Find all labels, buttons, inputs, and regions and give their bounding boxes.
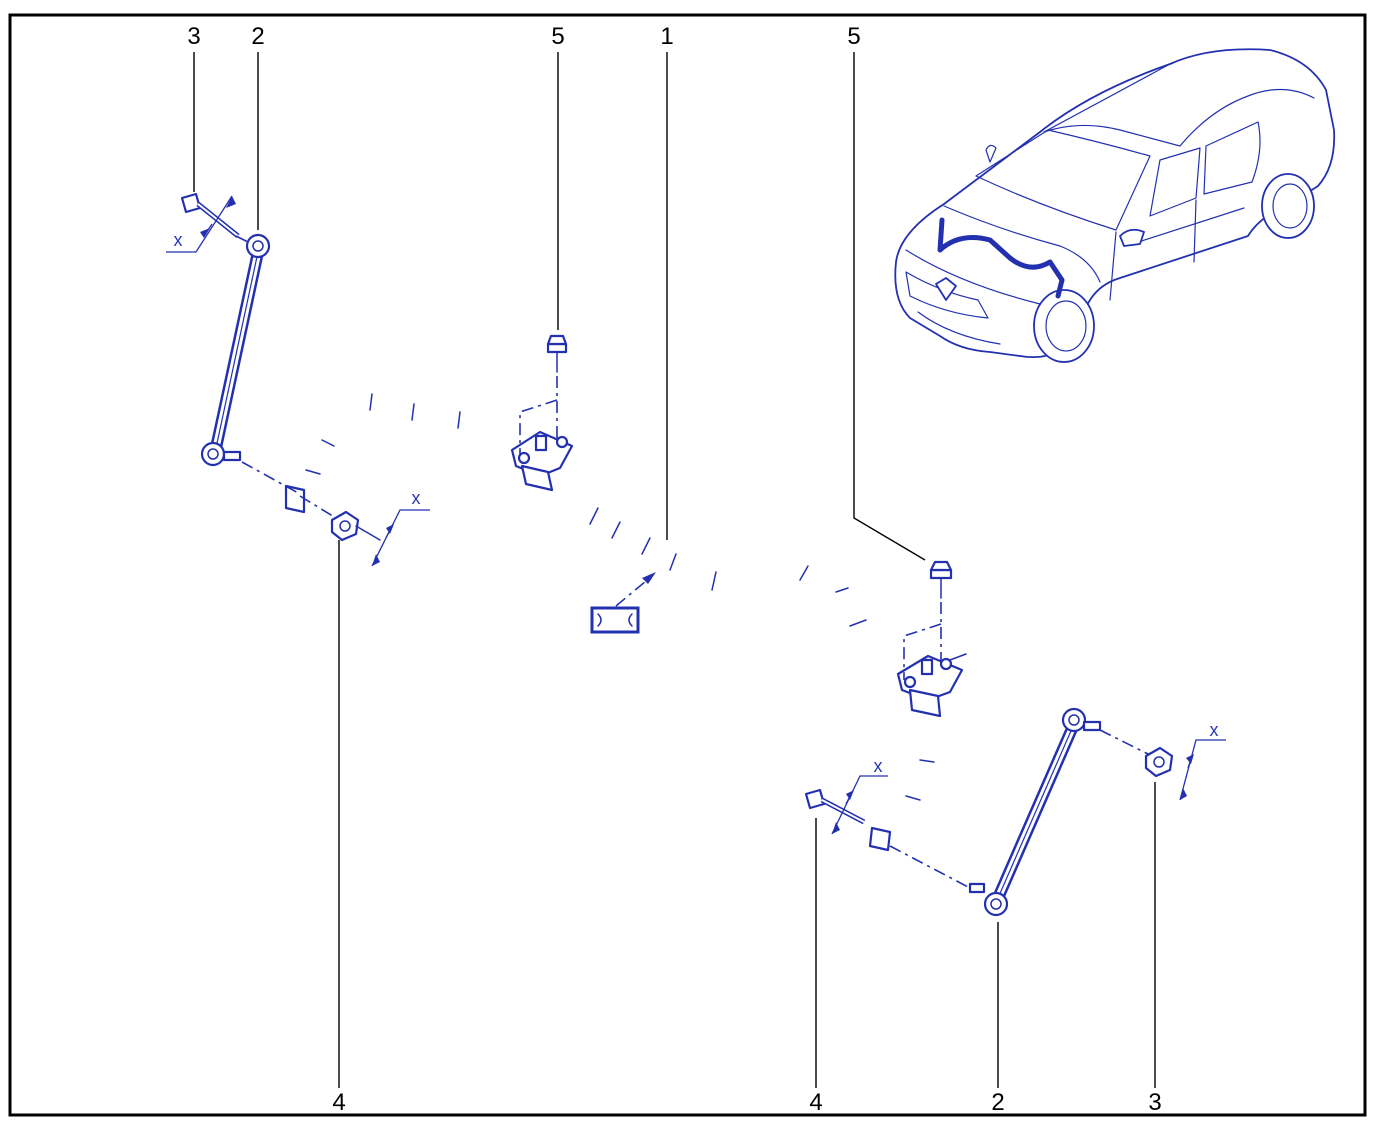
right-bar-bushing (896, 653, 967, 718)
callout-2-bottom: 2 (991, 1089, 1004, 1116)
leader-lines (193, 52, 1156, 1088)
dimension-x-left-nut (371, 509, 430, 567)
callout-2-top: 2 (251, 23, 264, 50)
callout-3-bottom: 3 (1148, 1089, 1161, 1116)
link-nut-right (1144, 746, 1174, 778)
dash-link-right (1099, 729, 1149, 755)
dash-bolt-left-2 (519, 399, 558, 456)
callout-5-right: 5 (847, 23, 860, 50)
vehicle-locator-illustration (894, 48, 1336, 363)
dash-link-left (241, 461, 301, 495)
dimension-x-top-left (166, 195, 236, 253)
callout-4-left: 4 (332, 1089, 345, 1116)
callout-4-right: 4 (809, 1089, 822, 1116)
stabilizer-bar (284, 393, 984, 852)
dimension-label-x-top-left: x (174, 230, 183, 250)
dimension-x-right-bolt (831, 775, 888, 835)
bushing-bolt-right (929, 560, 953, 599)
callout-3-top: 3 (187, 23, 200, 50)
dimension-x-right-nut (1179, 739, 1226, 801)
dash-link-right-2 (889, 845, 971, 889)
link-rod-left (200, 233, 271, 467)
dash-link-left-2 (299, 495, 337, 519)
dimension-label-x-right-nut: x (1210, 720, 1219, 740)
callout-1: 1 (660, 23, 673, 50)
dimension-label-x-left-nut: x (412, 488, 421, 508)
dash-bolt-right-2 (903, 623, 942, 680)
link-rod-right (968, 707, 1102, 917)
dimension-label-x-right-bolt: x (874, 756, 883, 776)
callout-5-left: 5 (551, 23, 564, 50)
link-bolt-left (180, 192, 240, 238)
dash-bolt3-left (235, 235, 249, 243)
marking-symbol (590, 572, 656, 634)
bushing-bolt-left (546, 334, 568, 373)
left-bar-bushing (510, 430, 574, 492)
link-nut-left (330, 510, 360, 542)
